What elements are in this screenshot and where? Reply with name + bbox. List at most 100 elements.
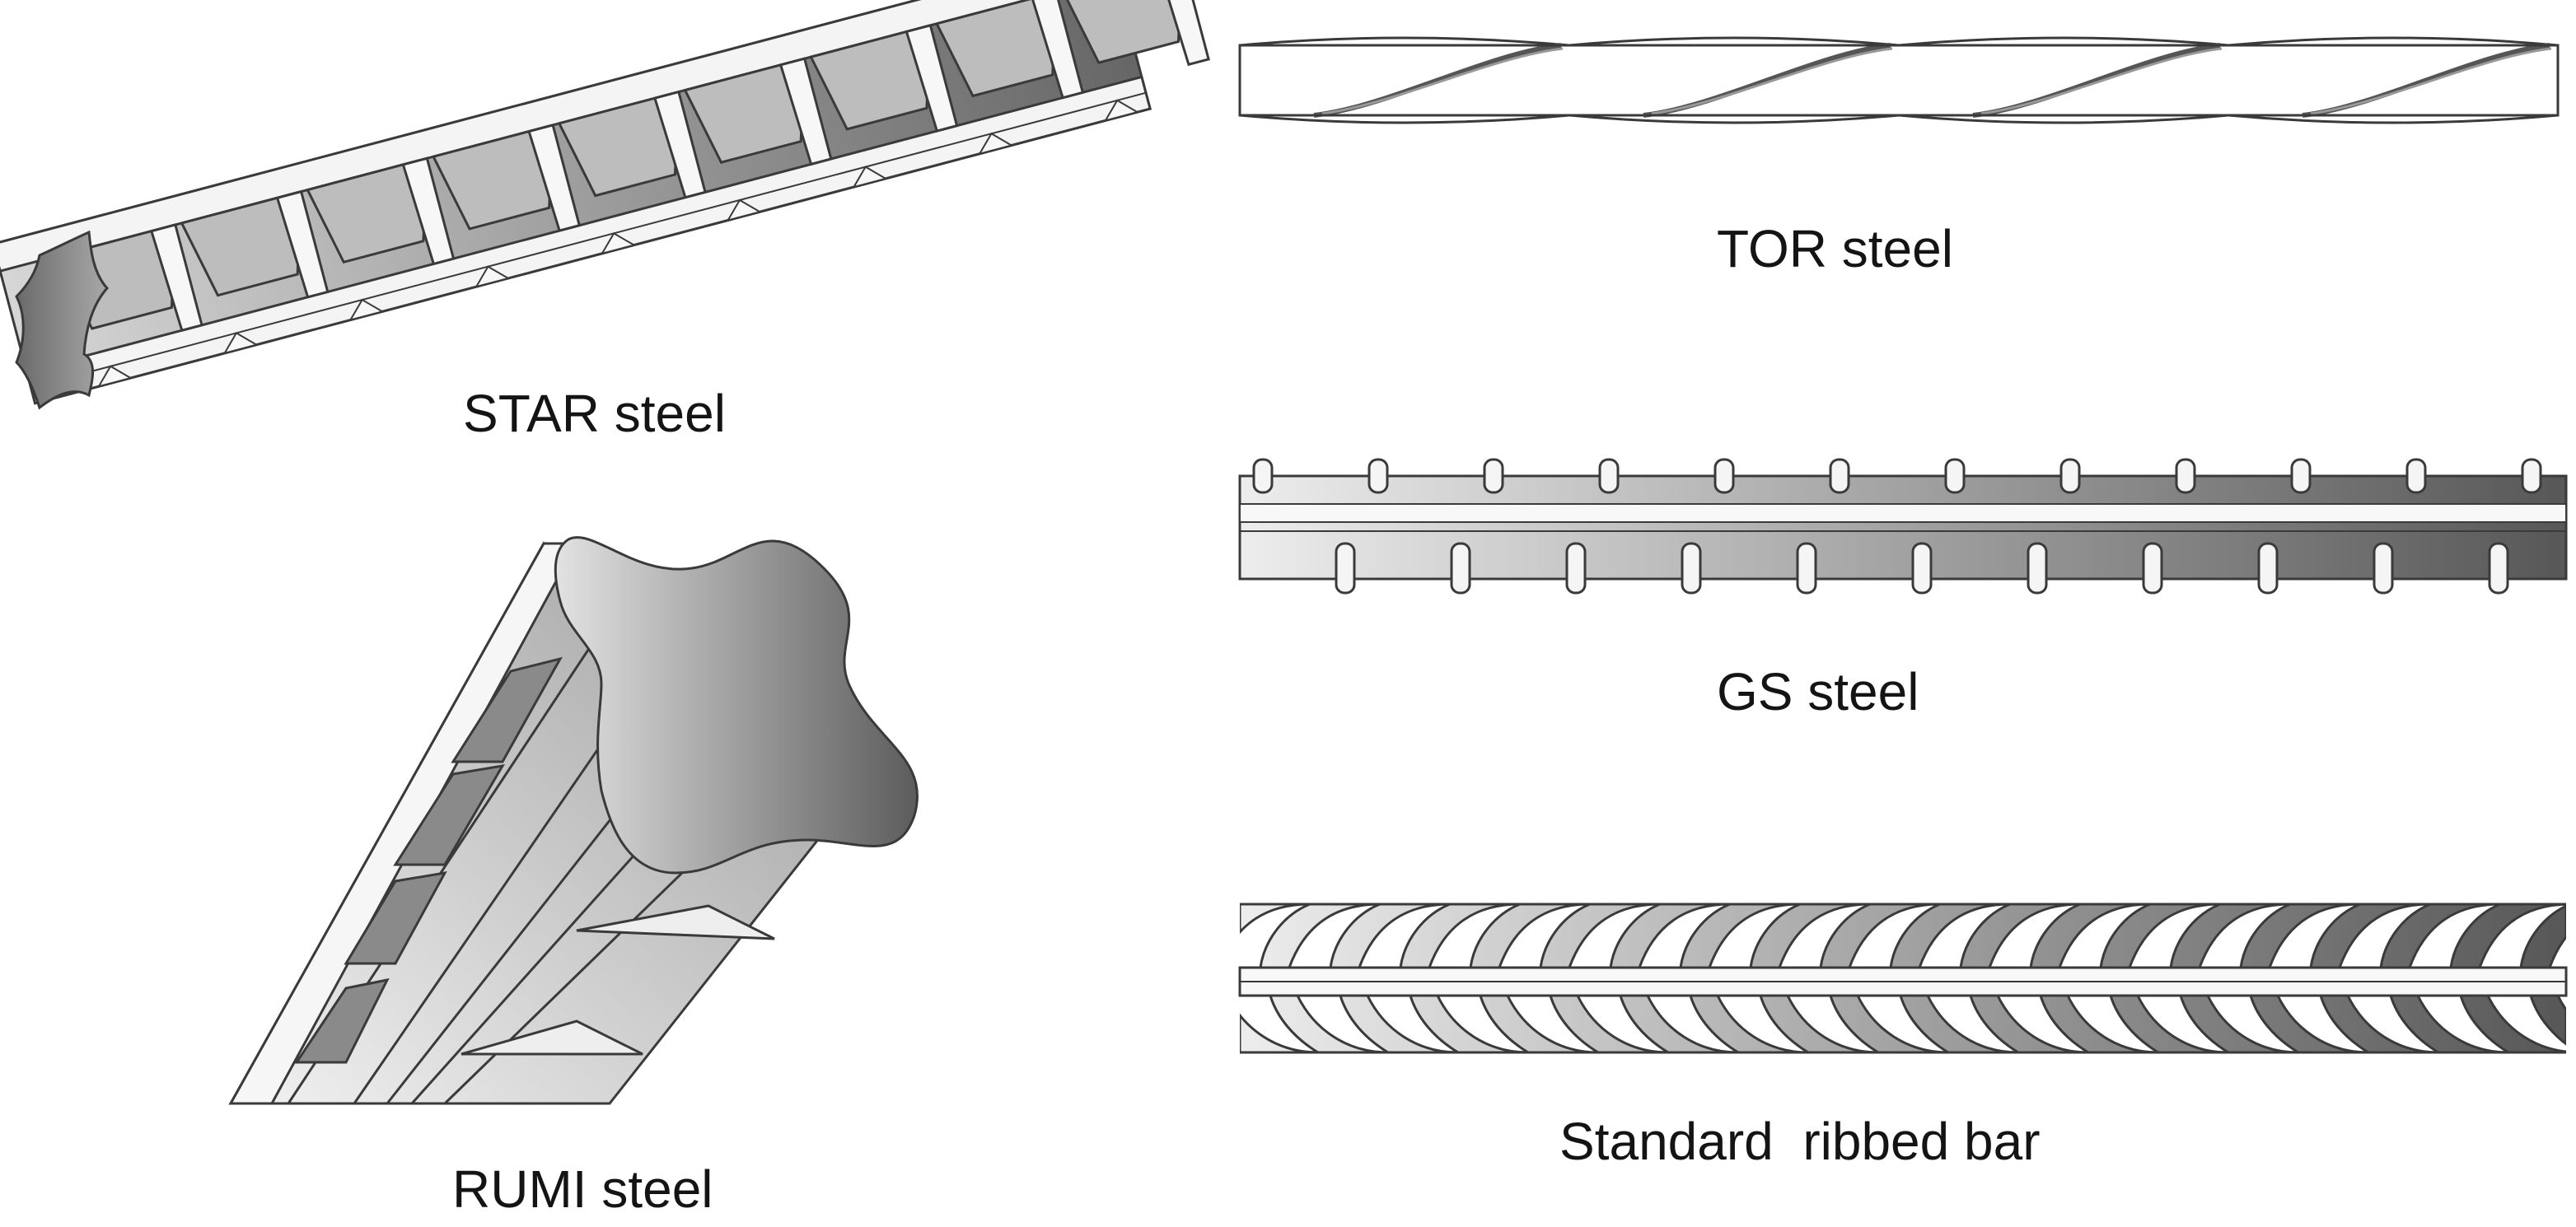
ribbed-upper-rib bbox=[1567, 903, 1661, 969]
ribbed-upper-rib bbox=[2337, 903, 2431, 969]
tor-twist-edge bbox=[2228, 36, 2559, 47]
gs-upper-lug bbox=[2521, 458, 2542, 494]
gs-lower-lug bbox=[1565, 542, 1587, 595]
ribbed-lower-rib bbox=[1645, 994, 1743, 1054]
gs-lower-lug bbox=[1796, 542, 1817, 595]
star-rib bbox=[180, 189, 303, 297]
star-rib-lower bbox=[1103, 99, 1140, 122]
gs-upper-lug bbox=[1713, 458, 1735, 494]
gs-upper-lug bbox=[1367, 458, 1389, 494]
star-rib-wedge bbox=[149, 223, 203, 333]
ribbed-upper-rib bbox=[1357, 903, 1451, 969]
star-rib-lower bbox=[600, 231, 637, 255]
ribbed-left-mask bbox=[1153, 823, 1240, 1071]
gs-upper-lug bbox=[2059, 458, 2081, 494]
ribbed-lower-rib bbox=[1925, 994, 2023, 1054]
ribbed-upper-rib bbox=[1497, 903, 1591, 969]
rumi-cavity bbox=[393, 763, 505, 866]
tor-twist-edge bbox=[1239, 114, 1570, 124]
ribbed-upper-rib bbox=[1427, 903, 1521, 969]
ribbed-lower-rib bbox=[1295, 994, 1393, 1054]
gs-upper-lug bbox=[1598, 458, 1620, 494]
star-rib-wedge bbox=[527, 124, 582, 232]
ribbed-lower-rib bbox=[1365, 994, 1463, 1054]
tor-twist-rib-shade bbox=[1321, 47, 1564, 115]
ribbed-lower-rib bbox=[1435, 994, 1533, 1054]
rumi-cavity bbox=[344, 871, 447, 965]
tor-twist-rib-shade bbox=[1651, 47, 1893, 115]
star-rib bbox=[306, 156, 428, 264]
ribbed-lower-rib bbox=[1855, 994, 1953, 1054]
ribbed-lower-rib bbox=[2415, 994, 2513, 1054]
ribbed-upper-rib bbox=[2057, 903, 2151, 969]
tor-twist-edge bbox=[1239, 36, 1570, 47]
rumi-cavity bbox=[294, 977, 390, 1064]
gs-lower-lug bbox=[2488, 542, 2509, 595]
star-rib-lower bbox=[726, 198, 762, 222]
ribbed-upper-rib bbox=[1707, 903, 1801, 969]
star-rib-lower bbox=[96, 365, 133, 388]
rumi-steel-label: RUMI steel bbox=[452, 1159, 713, 1219]
star-steel-label: STAR steel bbox=[463, 384, 726, 443]
tor-twist-rib-shade bbox=[2310, 47, 2552, 115]
standard-ribbed-bar-label: Standard ribbed bar bbox=[1559, 1112, 2041, 1171]
ribbed-lower-rib bbox=[1715, 994, 1813, 1054]
gs-lower-lug bbox=[2142, 542, 2163, 595]
tor-steel-label: TOR steel bbox=[1717, 219, 1953, 278]
ribbed-lower-rib bbox=[2135, 994, 2233, 1054]
ribbed-upper-rib bbox=[1287, 903, 1381, 969]
star-rib-wedge bbox=[652, 90, 707, 199]
star-rib-lower bbox=[348, 298, 385, 322]
gs-upper-lug bbox=[2405, 458, 2427, 494]
gs-upper-lug bbox=[1252, 458, 1274, 494]
ribbed-lower-rib bbox=[1225, 994, 1323, 1054]
ribbed-lower-rib bbox=[1505, 994, 1603, 1054]
gs-lower-lug bbox=[2373, 542, 2394, 595]
gs-steel-bar bbox=[1238, 458, 2568, 595]
ribbed-lower-rib bbox=[2065, 994, 2163, 1054]
ribbed-lower-rib bbox=[2345, 994, 2443, 1054]
rumi-cavity bbox=[451, 656, 563, 763]
star-rib-wedge bbox=[401, 156, 456, 266]
ribbed-upper-rib bbox=[1987, 903, 2081, 969]
gs-lower-lug bbox=[2257, 542, 2279, 595]
ribbed-lower-rib bbox=[1785, 994, 1883, 1054]
star-rib-wedge bbox=[1031, 0, 1085, 100]
star-steel-bar bbox=[0, 0, 1210, 410]
ribbed-lower-rib bbox=[1995, 994, 2093, 1054]
gs-lower-lug bbox=[1335, 542, 1356, 595]
gs-steel-label: GS steel bbox=[1717, 662, 1919, 721]
star-rib bbox=[1060, 0, 1184, 64]
gs-upper-lug bbox=[2290, 458, 2312, 494]
gs-lower-lug bbox=[1681, 542, 1702, 595]
ribbed-lower-rib bbox=[2205, 994, 2303, 1054]
ribbed-upper-rib bbox=[1847, 903, 1941, 969]
ribbed-upper-rib bbox=[2267, 903, 2361, 969]
star-rib-wedge bbox=[275, 189, 330, 299]
star-rib bbox=[809, 23, 932, 131]
tor-twist-edge bbox=[1569, 36, 1900, 47]
ribbed-lower-rib bbox=[2275, 994, 2373, 1054]
standard-ribbed-bar bbox=[1153, 823, 2576, 1071]
star-rib-lower bbox=[475, 265, 511, 288]
star-rib-wedge bbox=[905, 23, 959, 133]
star-rib-lower bbox=[222, 332, 259, 355]
star-rib bbox=[683, 57, 806, 164]
gs-upper-lug bbox=[2175, 458, 2196, 494]
star-rib bbox=[431, 123, 554, 231]
star-rib-lower bbox=[852, 166, 888, 189]
ribbed-upper-rib bbox=[2407, 903, 2501, 969]
ribbed-upper-rib bbox=[1917, 903, 2011, 969]
gs-lower-lug bbox=[1450, 542, 1471, 595]
ribbed-upper-rib bbox=[2127, 903, 2221, 969]
star-rib bbox=[934, 0, 1058, 98]
star-rib bbox=[557, 90, 680, 198]
ribbed-right-mask bbox=[2566, 823, 2576, 1071]
ribbed-upper-rib bbox=[1777, 903, 1871, 969]
gs-lower-lug bbox=[2027, 542, 2048, 595]
tor-steel-bar bbox=[1238, 36, 2560, 124]
tor-twist-edge bbox=[1569, 114, 1900, 124]
gs-upper-lug bbox=[1483, 458, 1504, 494]
ribbed-lower-rib bbox=[2485, 994, 2576, 1054]
